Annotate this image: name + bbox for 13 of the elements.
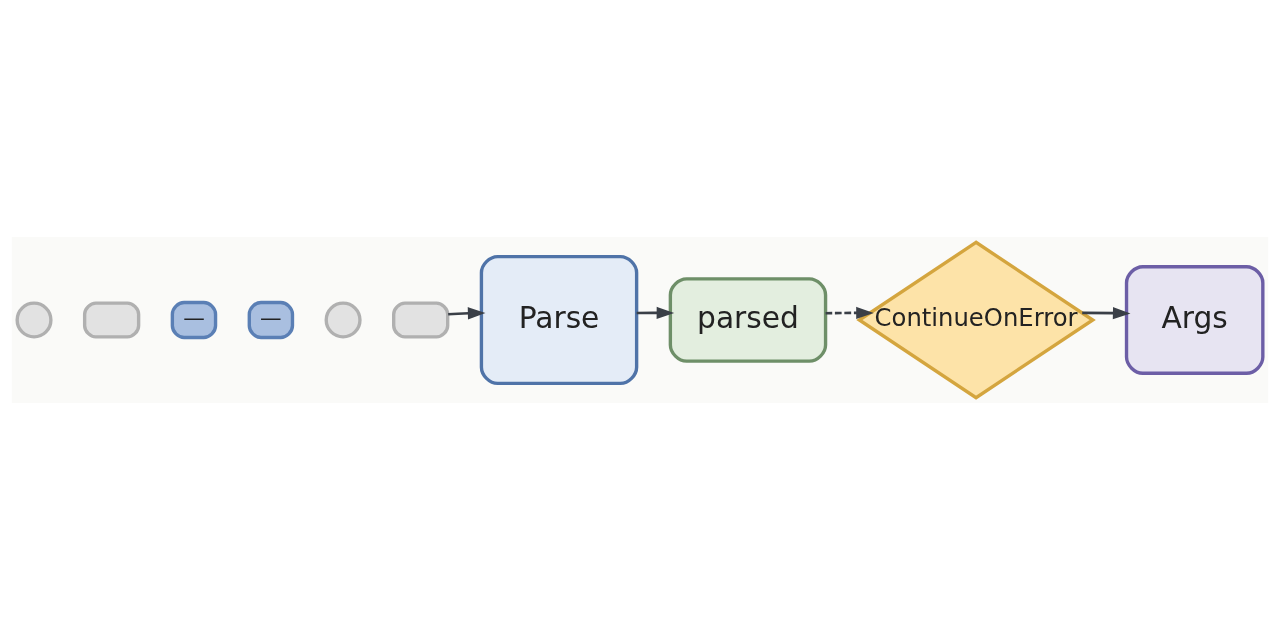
node-box: — <box>170 300 218 340</box>
node-box: parsed <box>668 277 828 363</box>
node-circle <box>324 301 362 339</box>
node-circle <box>15 301 53 339</box>
node-box <box>392 301 450 339</box>
node-box: Parse <box>479 254 639 386</box>
node-box: — <box>247 300 295 340</box>
node-box: Args <box>1124 265 1265 375</box>
arrow <box>636 306 675 320</box>
arrow <box>1082 306 1131 320</box>
arrow <box>825 306 874 320</box>
arrow <box>448 307 486 320</box>
node-box <box>82 301 141 339</box>
